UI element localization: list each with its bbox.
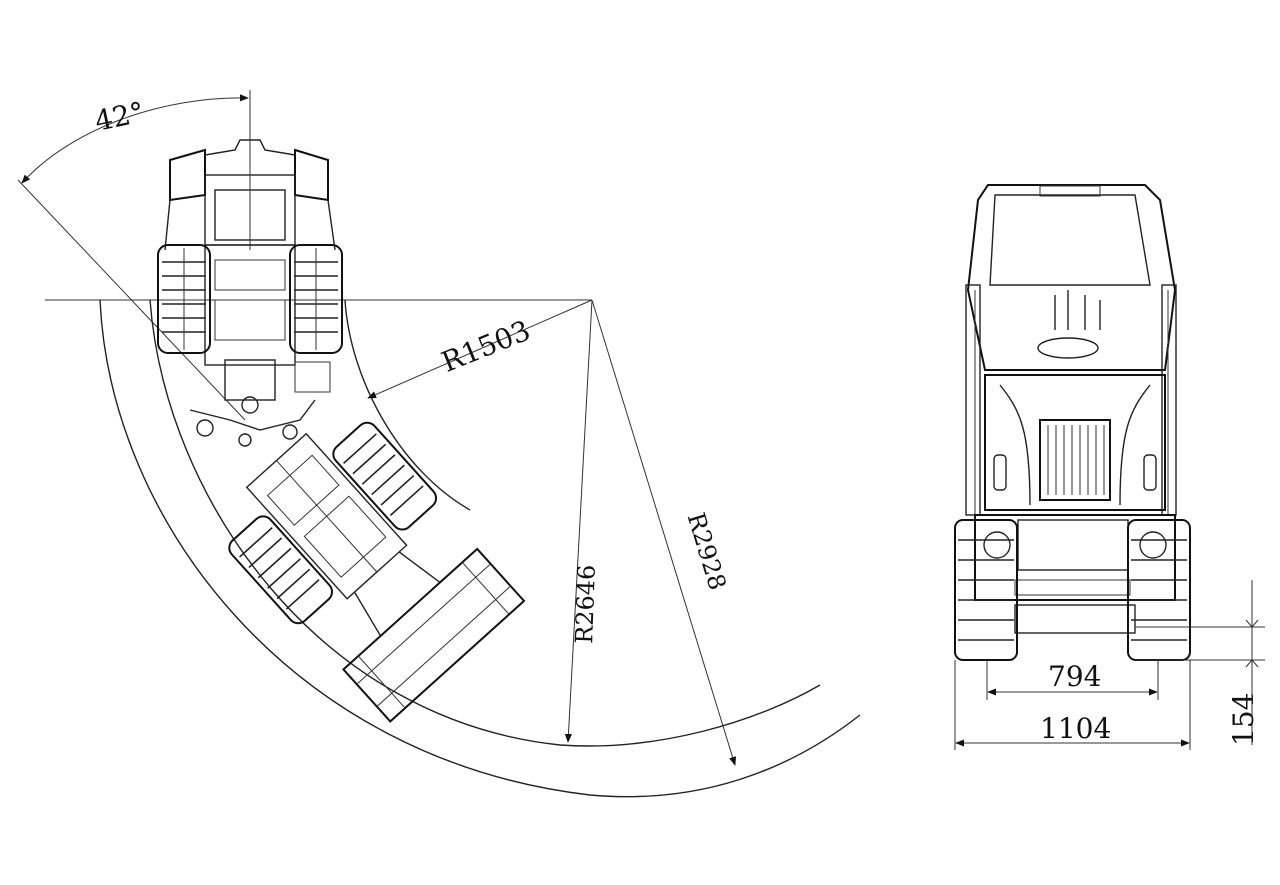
front-elevation-view: 794 1104 154 <box>954 184 1265 750</box>
rear-right-wheel <box>289 244 343 354</box>
overall-width-label: 1104 <box>1040 712 1111 745</box>
angle-arc <box>21 94 249 184</box>
articulation-joint <box>189 399 316 447</box>
left-headlight <box>983 531 1011 559</box>
outer-swept-arc <box>99 299 861 798</box>
inner-radius-line <box>367 299 593 399</box>
front-left-wheel <box>228 515 333 625</box>
lower-chassis <box>974 514 1176 601</box>
engine-hood <box>984 374 1166 511</box>
middle-radius-label: R2646 <box>570 564 601 644</box>
inner-swept-arc <box>344 299 471 511</box>
front-view-right-wheel <box>1127 519 1191 661</box>
front-view-left-wheel <box>954 519 1018 661</box>
inner-radius-label: R1503 <box>437 314 535 379</box>
turning-plan-view: 42° R1503 R2646 R2928 <box>17 90 861 798</box>
track-gauge-label: 794 <box>1048 660 1101 693</box>
angle-diagonal-line <box>17 179 246 421</box>
middle-swept-arc <box>149 299 821 747</box>
ground-clearance-label: 154 <box>1227 693 1260 746</box>
front-bucket <box>342 547 526 723</box>
middle-radius-line <box>564 299 593 743</box>
rear-left-wheel <box>157 244 211 354</box>
front-frame <box>228 421 526 723</box>
outer-radius-label: R2928 <box>682 509 732 593</box>
right-headlight <box>1139 531 1167 559</box>
front-right-wheel <box>332 421 438 531</box>
radiator-grille <box>1039 419 1111 501</box>
rops-frame <box>966 184 1177 371</box>
rear-chassis <box>164 139 336 414</box>
angle-label: 42° <box>92 95 147 138</box>
outer-radius-line <box>591 299 737 766</box>
